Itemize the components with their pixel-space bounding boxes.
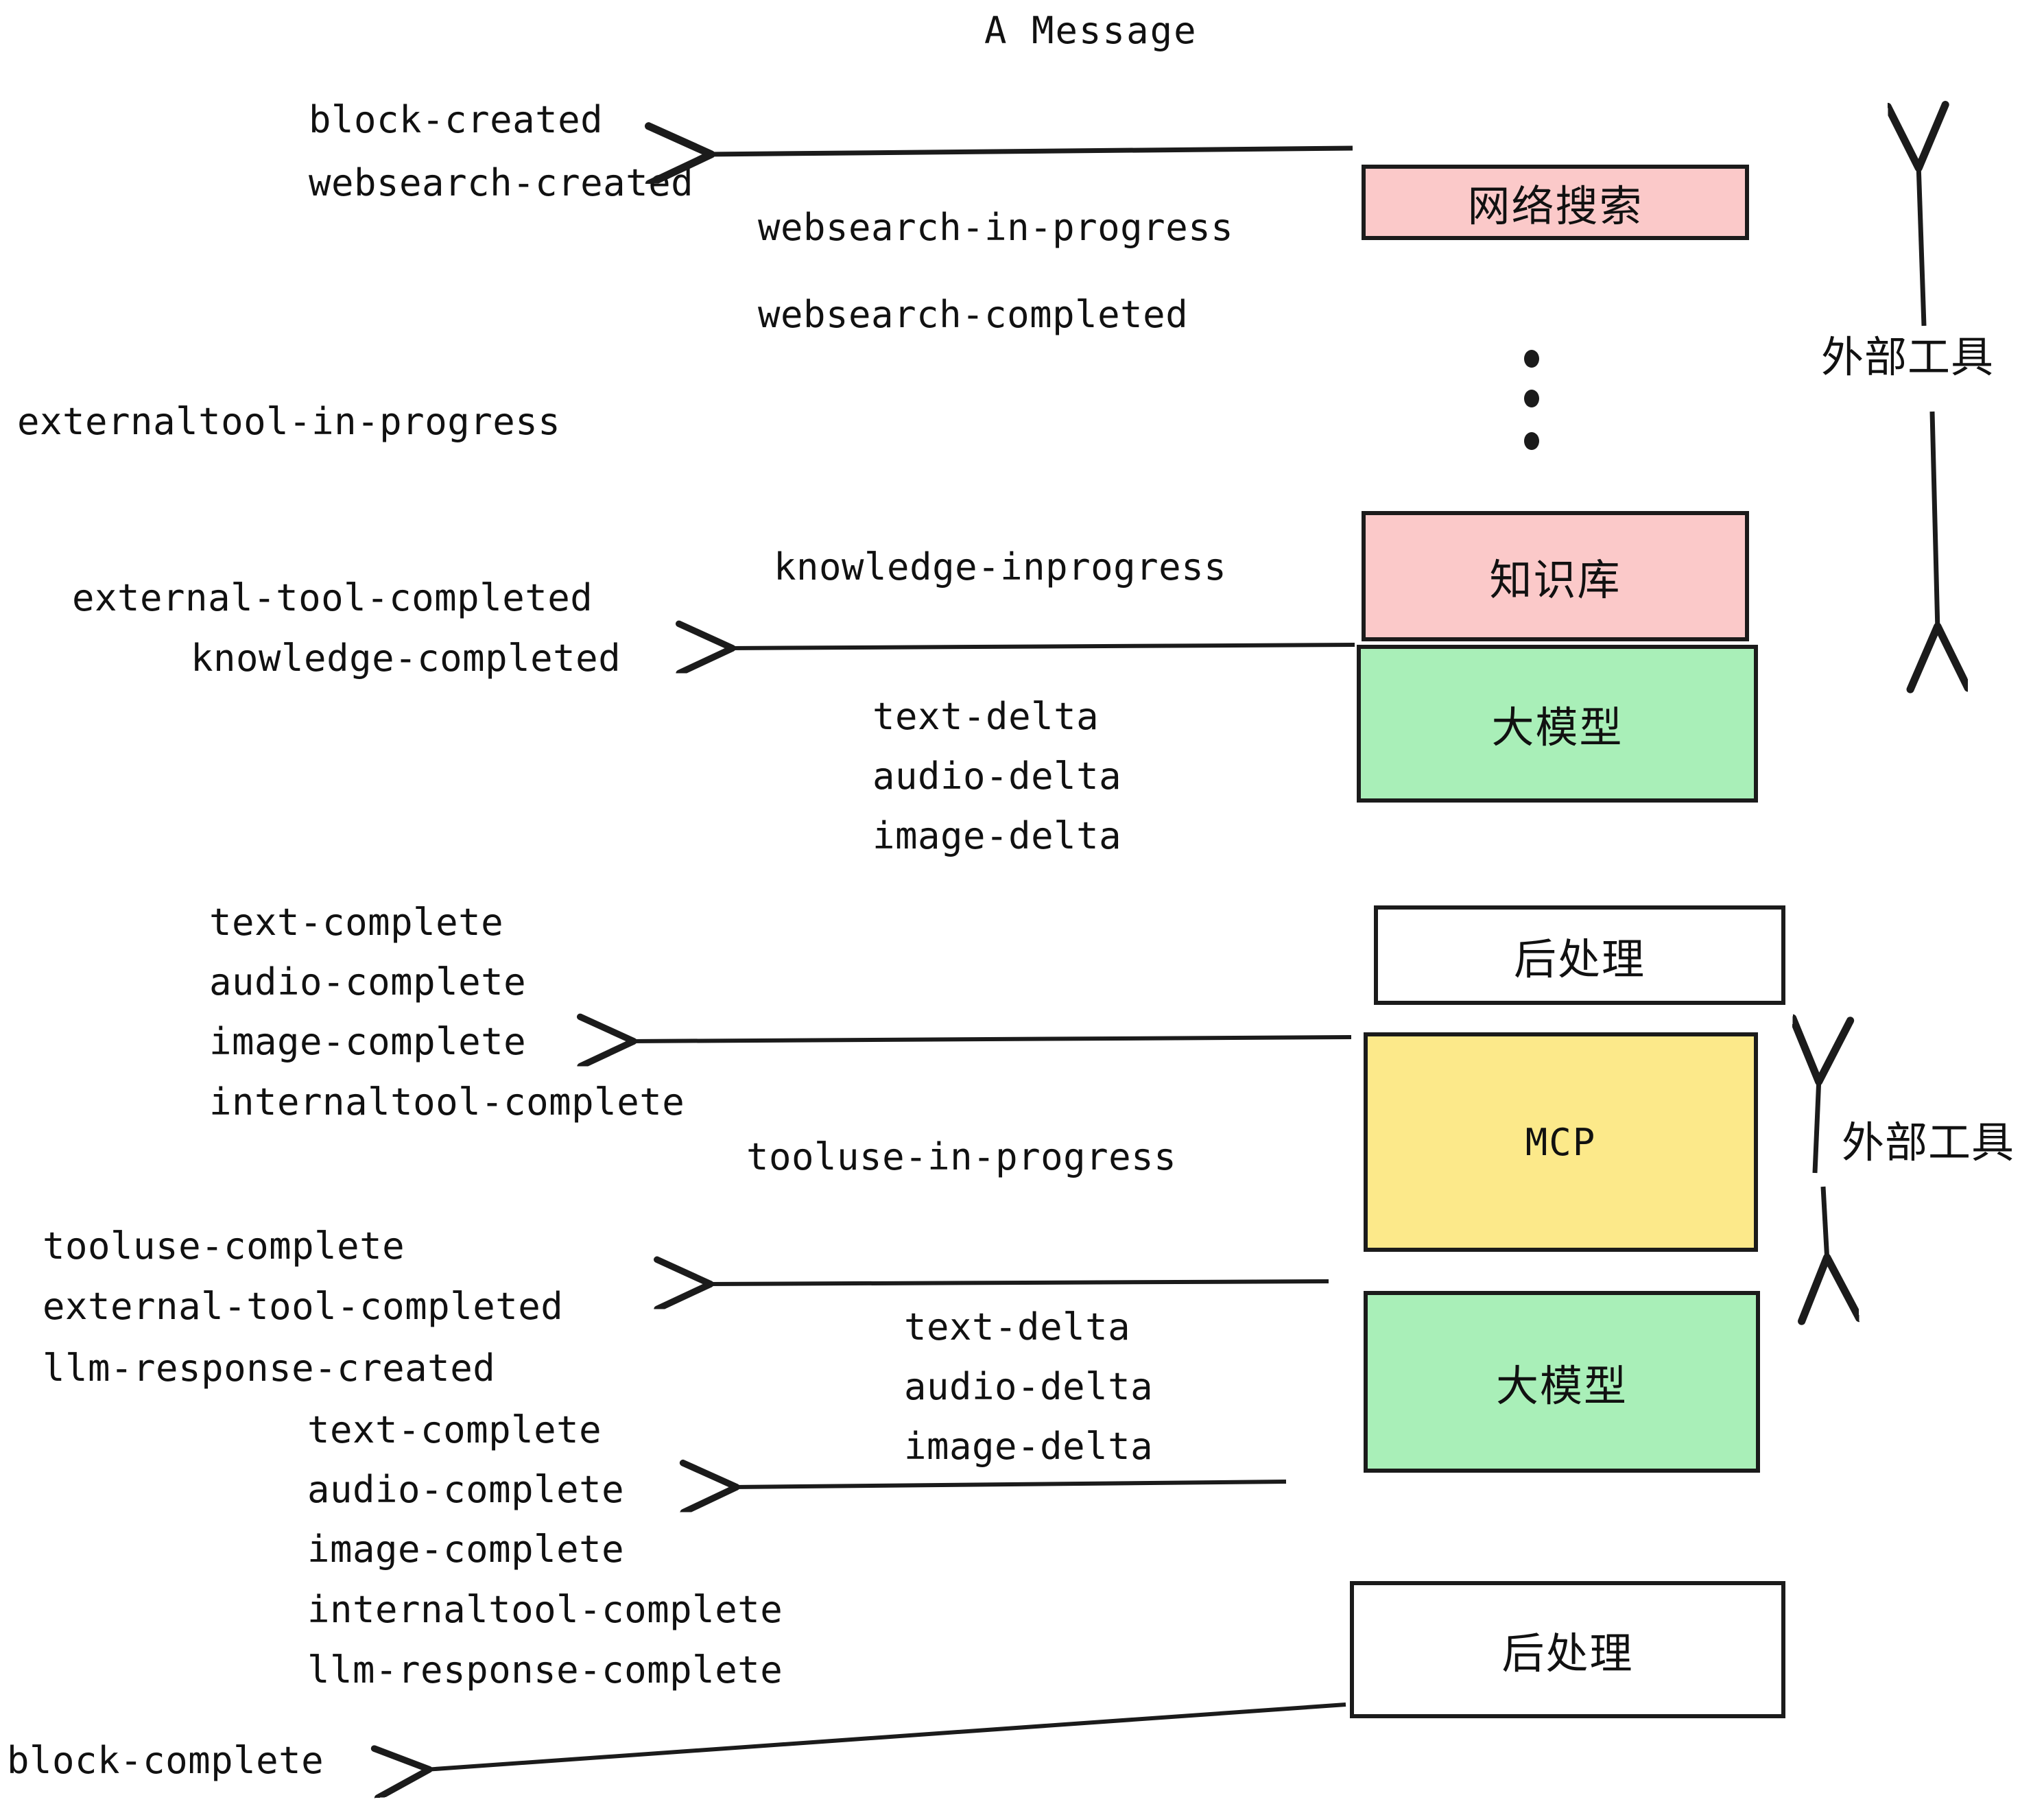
- node-websearch[interactable]: 网络搜索: [1362, 165, 1749, 240]
- arrow-external-tools-top-up: [1918, 163, 1924, 327]
- ellipsis-dot-3: [1524, 432, 1539, 450]
- event-label-tooluse-complete: tooluse-complete: [43, 1224, 405, 1268]
- event-label-text-delta-2: text-delta: [904, 1305, 1131, 1349]
- event-label-llm-response-complete: llm-response-complete: [307, 1648, 783, 1692]
- event-label-audio-complete-2: audio-complete: [307, 1468, 625, 1511]
- event-label-text-delta-1: text-delta: [872, 695, 1100, 738]
- ellipsis-dot-2: [1524, 390, 1539, 407]
- event-label-externaltool-in-progress: externaltool-in-progress: [17, 400, 561, 443]
- event-label-websearch-completed: websearch-completed: [758, 293, 1189, 336]
- ellipsis-dot-1: [1524, 350, 1539, 368]
- event-label-image-complete-1: image-complete: [209, 1020, 527, 1063]
- node-postprocess-second[interactable]: 后处理: [1350, 1581, 1785, 1718]
- arrow-postprocess-to-image-complete: [630, 1037, 1352, 1041]
- event-label-image-complete-2: image-complete: [307, 1528, 625, 1571]
- event-label-audio-delta-2: audio-delta: [904, 1365, 1154, 1408]
- event-label-external-tool-completed-2: external-tool-completed: [43, 1285, 564, 1328]
- node-llm-first[interactable]: 大模型: [1357, 645, 1758, 803]
- event-label-knowledge-inprogress: knowledge-inprogress: [774, 545, 1227, 589]
- arrow-external-tools-top-down: [1932, 411, 1938, 631]
- event-label-block-created: block-created: [309, 98, 604, 141]
- event-label-knowledge-completed: knowledge-completed: [191, 637, 621, 680]
- page-title: A Message: [984, 9, 1198, 52]
- event-label-internaltool-complete-2: internaltool-complete: [307, 1588, 783, 1631]
- event-label-image-delta-2: image-delta: [904, 1425, 1154, 1468]
- side-label-external-tools-top: 外部工具: [1821, 332, 1995, 382]
- arrow-external-tools-bottom-up: [1815, 1077, 1819, 1174]
- event-label-internaltool-complete-1: internaltool-complete: [209, 1080, 685, 1124]
- node-postprocess-first[interactable]: 后处理: [1374, 905, 1785, 1005]
- event-label-block-complete: block-complete: [7, 1739, 324, 1782]
- node-llm-second[interactable]: 大模型: [1364, 1291, 1760, 1473]
- node-knowledge[interactable]: 知识库: [1362, 511, 1749, 641]
- event-label-websearch-in-progress: websearch-in-progress: [758, 206, 1234, 249]
- event-label-image-delta-1: image-delta: [872, 814, 1122, 857]
- side-label-external-tools-bottom: 外部工具: [1842, 1117, 2015, 1167]
- arrow-external-tools-bottom-down: [1823, 1186, 1827, 1262]
- event-label-external-tool-completed-1: external-tool-completed: [72, 576, 593, 619]
- event-label-text-complete-1: text-complete: [209, 901, 504, 944]
- arrow-mcp-to-tooluse-complete: [706, 1281, 1329, 1284]
- arrow-llm2-to-audio-complete: [733, 1482, 1287, 1487]
- event-label-audio-complete-1: audio-complete: [209, 960, 527, 1004]
- arrow-postprocess2-to-block-complete: [425, 1702, 1346, 1770]
- arrow-websearch-to-created: [706, 148, 1353, 154]
- event-label-llm-response-created: llm-response-created: [43, 1346, 496, 1390]
- event-label-tooluse-in-progress: tooluse-in-progress: [746, 1135, 1177, 1178]
- event-label-websearch-created: websearch-created: [309, 161, 694, 204]
- arrow-knowledge-to-completed: [728, 645, 1355, 648]
- event-label-audio-delta-1: audio-delta: [872, 755, 1122, 798]
- node-mcp[interactable]: MCP: [1364, 1032, 1758, 1252]
- event-label-text-complete-2: text-complete: [307, 1408, 602, 1451]
